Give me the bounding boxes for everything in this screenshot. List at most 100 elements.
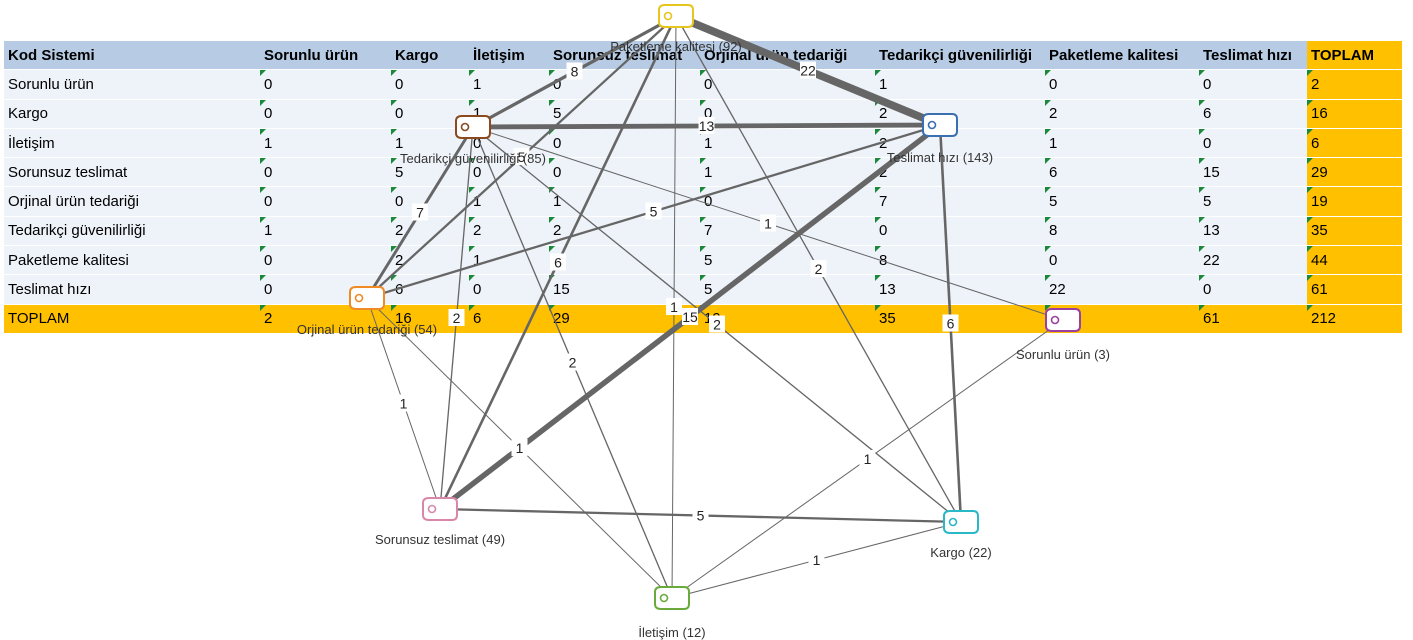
- node-iletisim[interactable]: İletişim (12): [638, 586, 706, 640]
- edge-weight-label: 6: [554, 255, 562, 271]
- column-header[interactable]: TOPLAM: [1307, 41, 1402, 71]
- table-cell[interactable]: 22: [1045, 274, 1199, 305]
- node-label: Kargo (22): [930, 545, 991, 560]
- table-cell[interactable]: 6: [1199, 99, 1307, 129]
- table-cell[interactable]: 6: [391, 274, 469, 305]
- node-orjinal[interactable]: Orjinal ürün tedariği (54): [297, 286, 437, 337]
- table-cell[interactable]: 8: [875, 245, 1045, 276]
- table-cell[interactable]: 1: [875, 69, 1045, 100]
- edge-weight-bg: [395, 394, 412, 412]
- table-cell[interactable]: 2: [469, 216, 549, 247]
- table-cell[interactable]: 1: [260, 128, 391, 159]
- row-label[interactable]: Tedarikçi güvenilirliği: [4, 216, 260, 247]
- table-cell[interactable]: 5: [391, 157, 469, 188]
- edge-weight-label: 5: [697, 508, 705, 524]
- edge-weight-bg: [564, 353, 581, 371]
- table-cell[interactable]: 29: [1307, 157, 1402, 188]
- table-cell[interactable]: 0: [260, 186, 391, 217]
- edge-weight-label: 1: [864, 451, 872, 467]
- table-cell[interactable]: 5: [1199, 186, 1307, 217]
- table-cell[interactable]: 0: [875, 216, 1045, 247]
- column-header[interactable]: Kod Sistemi: [4, 41, 260, 71]
- table-cell[interactable]: 0: [260, 69, 391, 100]
- table-cell[interactable]: 7: [875, 186, 1045, 217]
- table-cell[interactable]: 6: [1045, 157, 1199, 188]
- table-cell[interactable]: 0: [1199, 69, 1307, 100]
- table-cell[interactable]: 2: [875, 157, 1045, 188]
- code-tag-icon: [654, 586, 690, 610]
- row-label[interactable]: Sorunsuz teslimat: [4, 157, 260, 188]
- column-header[interactable]: Tedarikçi güvenilirliği: [875, 41, 1045, 71]
- table-cell[interactable]: 61: [1307, 274, 1402, 305]
- column-header[interactable]: Teslimat hızı: [1199, 41, 1307, 71]
- tag-hole-icon: [948, 517, 958, 527]
- node-label: Tedarikçi güvenilirliği (85): [400, 151, 546, 166]
- table-cell[interactable]: 0: [1199, 274, 1307, 305]
- table-cell[interactable]: 16: [1307, 99, 1402, 129]
- table-cell[interactable]: 15: [1199, 157, 1307, 188]
- table-cell[interactable]: 1: [1045, 128, 1199, 159]
- edge-weight-label: 1: [764, 216, 772, 232]
- table-cell[interactable]: 0: [469, 274, 549, 305]
- table-cell[interactable]: 2: [1307, 69, 1402, 100]
- table-cell[interactable]: 0: [391, 186, 469, 217]
- row-label[interactable]: Teslimat hızı: [4, 274, 260, 305]
- table-cell[interactable]: 0: [1045, 69, 1199, 100]
- table-cell[interactable]: 1: [260, 216, 391, 247]
- table-cell[interactable]: 5: [1045, 186, 1199, 217]
- table-cell[interactable]: 0: [260, 245, 391, 276]
- row-label[interactable]: Sorunlu ürün: [4, 69, 260, 100]
- table-cell[interactable]: 35: [875, 304, 1045, 334]
- row-label[interactable]: Paketleme kalitesi: [4, 245, 260, 276]
- column-header[interactable]: İletişim: [469, 41, 549, 71]
- row-label[interactable]: Orjinal ürün tedariği: [4, 186, 260, 217]
- table-cell[interactable]: 0: [1045, 245, 1199, 276]
- table-cell[interactable]: 0: [1199, 128, 1307, 159]
- table-cell[interactable]: 61: [1199, 304, 1307, 334]
- node-tedarikci[interactable]: Tedarikçi güvenilirliği (85): [400, 115, 546, 166]
- table-cell[interactable]: 1: [469, 245, 549, 276]
- node-paketleme[interactable]: Paketleme kalitesi (92): [610, 4, 742, 54]
- tag-hole-icon: [427, 504, 437, 514]
- table-cell[interactable]: 13: [875, 274, 1045, 305]
- table-cell[interactable]: 1: [700, 157, 875, 188]
- table-cell[interactable]: 8: [1045, 216, 1199, 247]
- row-label[interactable]: İletişim: [4, 128, 260, 159]
- table-cell[interactable]: 0: [700, 186, 875, 217]
- table-cell[interactable]: 0: [469, 157, 549, 188]
- table-cell[interactable]: 35: [1307, 216, 1402, 247]
- column-header[interactable]: Paketleme kalitesi: [1045, 41, 1199, 71]
- node-kargo[interactable]: Kargo (22): [930, 510, 992, 560]
- table-cell[interactable]: 212: [1307, 304, 1402, 334]
- row-label[interactable]: Kargo: [4, 99, 260, 129]
- edge-weight-bg: [800, 61, 816, 79]
- table-cell[interactable]: 19: [1307, 186, 1402, 217]
- table-cell[interactable]: 0: [391, 69, 469, 100]
- table-cell[interactable]: 22: [1199, 245, 1307, 276]
- table-cell[interactable]: 44: [1307, 245, 1402, 276]
- table-cell[interactable]: 13: [1199, 216, 1307, 247]
- edge-weight-label: 6: [947, 316, 955, 332]
- column-header[interactable]: Kargo: [391, 41, 469, 71]
- tag-hole-icon: [927, 120, 937, 130]
- node-sorunsuz[interactable]: Sorunsuz teslimat (49): [375, 497, 505, 547]
- total-row-label[interactable]: TOPLAM: [4, 304, 260, 334]
- table-cell[interactable]: 1: [469, 69, 549, 100]
- edge-weight-label: 2: [569, 355, 577, 371]
- table-cell[interactable]: 5: [700, 245, 875, 276]
- edge-weight-label: 1: [400, 396, 408, 412]
- code-tag-icon: [422, 497, 458, 521]
- node-sorunlu[interactable]: Sorunlu ürün (3): [1016, 308, 1110, 362]
- table-cell[interactable]: 2: [1045, 99, 1199, 129]
- table-cell[interactable]: 0: [260, 99, 391, 129]
- code-tag-icon: [349, 286, 385, 310]
- node-teslimat[interactable]: Teslimat hızı (143): [887, 113, 993, 165]
- column-header[interactable]: Sorunlu ürün: [260, 41, 391, 71]
- table-cell[interactable]: 6: [1307, 128, 1402, 159]
- edge-weight-label: 8: [571, 64, 579, 80]
- table-cell[interactable]: 0: [260, 157, 391, 188]
